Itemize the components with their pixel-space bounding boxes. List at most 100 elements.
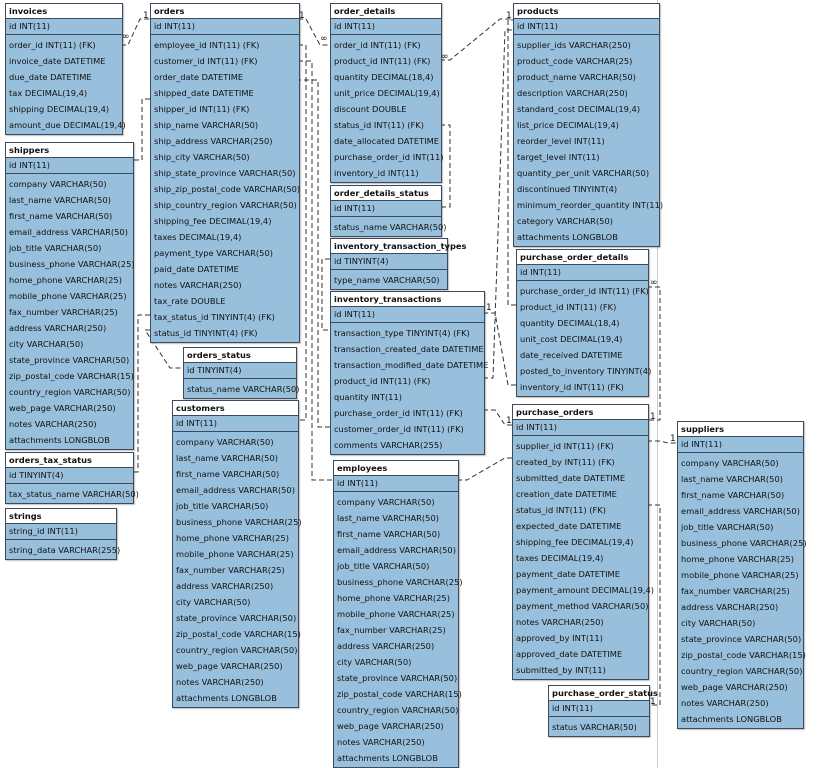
table-field: status_name VARCHAR(50) [187, 384, 300, 394]
primary-key-field: id INT(11) [331, 307, 484, 323]
table-title: shippers [6, 143, 133, 158]
link-orders-shippers [132, 98, 150, 161]
table-field: unit_price DECIMAL(19,4) [334, 88, 440, 98]
cardinality-one: 1 [650, 697, 656, 707]
primary-key-field: id INT(11) [6, 19, 122, 35]
cardinality-many: ∞ [441, 52, 449, 62]
primary-key-field: id INT(11) [151, 19, 299, 35]
table-field: country_region VARCHAR(50) [681, 666, 803, 676]
table-field: email_address VARCHAR(50) [337, 545, 456, 555]
primary-key-field: id INT(11) [6, 158, 133, 174]
table-field: zip_postal_code VARCHAR(15) [9, 371, 134, 381]
table-title: orders [151, 4, 299, 19]
table-field: first_name VARCHAR(50) [9, 211, 113, 221]
table-field: order_id INT(11) (FK) [9, 40, 96, 50]
table-field: mobile_phone VARCHAR(25) [176, 549, 294, 559]
link-pod-products [507, 19, 516, 306]
table-field: payment_amount DECIMAL(19,4) [516, 585, 655, 595]
table-field: ship_address VARCHAR(250) [154, 136, 273, 146]
table-title: inventory_transaction_types [331, 239, 466, 254]
table-field: shipper_id INT(11) (FK) [154, 104, 250, 114]
table-title: orders_status [184, 348, 296, 363]
primary-key-field: id INT(11) [678, 437, 803, 453]
table-field: inventory_id INT(11) (FK) [520, 382, 624, 392]
table-field: last_name VARCHAR(50) [9, 195, 111, 205]
field-list: employee_id INT(11) (FK)customer_id INT(… [151, 35, 300, 342]
table-field: shipping DECIMAL(19,4) [9, 104, 110, 114]
table-field: notes VARCHAR(250) [681, 698, 769, 708]
table-field: expected_date DATETIME [516, 521, 622, 531]
table-field: quantity DECIMAL(18,4) [334, 72, 434, 82]
link-orders-order-details [298, 18, 330, 46]
table-field: submitted_date DATETIME [516, 473, 626, 483]
link-purchase-orders-suppliers [647, 440, 677, 444]
primary-key-field: id TINYINT(4) [6, 468, 133, 484]
primary-key-field: id INT(11) [513, 420, 648, 436]
field-list: type_name VARCHAR(50) [331, 270, 447, 289]
table-field: zip_postal_code VARCHAR(15) [337, 689, 462, 699]
table-field: last_name VARCHAR(50) [176, 453, 278, 463]
link-inventory-products [483, 29, 513, 379]
table-field: supplier_ids VARCHAR(250) [517, 40, 631, 50]
table-field: product_name VARCHAR(50) [517, 72, 636, 82]
table-field: transaction_created_date DATETIME [334, 344, 484, 354]
table-field: business_phone VARCHAR(25) [337, 577, 463, 587]
link-inventory-types [321, 258, 330, 331]
table-field: job_title VARCHAR(50) [9, 243, 102, 253]
table-field: quantity INT(11) [334, 392, 402, 402]
table-field: amount_due DECIMAL(19,4) [9, 120, 126, 130]
table-field: first_name VARCHAR(50) [337, 529, 441, 539]
link-order-details-products [440, 18, 513, 61]
link-invoices-orders [121, 18, 150, 46]
table-field: mobile_phone VARCHAR(25) [9, 291, 127, 301]
field-list: company VARCHAR(50)last_name VARCHAR(50)… [678, 453, 807, 728]
table-field: unit_cost DECIMAL(19,4) [520, 334, 623, 344]
field-list: transaction_type TINYINT(4) (FK)transact… [331, 323, 488, 454]
table-field: notes VARCHAR(250) [154, 280, 242, 290]
cardinality-one: 1 [486, 303, 492, 313]
primary-key-field: string_id INT(11) [6, 524, 116, 540]
table-field: company VARCHAR(50) [681, 458, 779, 468]
table-field: state_province VARCHAR(50) [681, 634, 802, 644]
table-field: taxes DECIMAL(19,4) [154, 232, 242, 242]
table-field: web_page VARCHAR(250) [681, 682, 788, 692]
table-field: type_name VARCHAR(50) [334, 275, 440, 285]
table-field: email_address VARCHAR(50) [176, 485, 295, 495]
table-field: notes VARCHAR(250) [176, 677, 264, 687]
table-field: target_level INT(11) [517, 152, 600, 162]
table-title: orders_tax_status [6, 453, 133, 468]
table-title: customers [173, 401, 298, 416]
table-field: country_region VARCHAR(50) [9, 387, 131, 397]
table-field: company VARCHAR(50) [9, 179, 107, 189]
table-field: web_page VARCHAR(250) [337, 721, 444, 731]
table-field: status VARCHAR(50) [552, 722, 637, 732]
table-field: fax_number VARCHAR(25) [176, 565, 285, 575]
cardinality-many: ∞ [122, 32, 130, 42]
field-list: purchase_order_id INT(11) (FK)product_id… [517, 281, 651, 396]
cardinality-one: 1 [299, 11, 305, 21]
primary-key-field: id INT(11) [334, 476, 458, 492]
table-field: first_name VARCHAR(50) [681, 490, 785, 500]
table-field: payment_date DATETIME [516, 569, 620, 579]
field-list: company VARCHAR(50)last_name VARCHAR(50)… [173, 432, 302, 707]
table-field: attachments LONGBLOB [517, 232, 618, 242]
table-title: inventory_transactions [331, 292, 484, 307]
